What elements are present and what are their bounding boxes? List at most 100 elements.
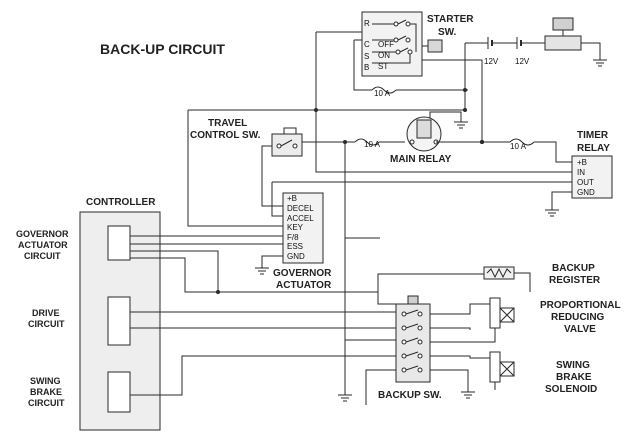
wire-travel-to-key <box>187 110 283 227</box>
ground-icon <box>545 209 559 217</box>
fuse-top-label: 10 A <box>374 89 391 98</box>
swing-section-label-2: BRAKE <box>30 387 62 397</box>
prop-valve-label-1: PROPORTIONAL <box>540 300 621 311</box>
travel-label-1: TRAVEL <box>208 118 247 129</box>
governor-actuator-body <box>282 192 324 264</box>
wire-swing <box>130 355 396 396</box>
fuse-top <box>371 86 397 94</box>
governor-label-2: ACTUATOR <box>276 280 332 291</box>
backup-contact <box>401 311 407 317</box>
wire-prop-return <box>430 328 496 343</box>
travel-switch-body <box>271 133 303 157</box>
travel-switch-arm <box>280 139 293 147</box>
diagram-title: BACK-UP CIRCUIT <box>100 41 225 57</box>
gov-pin-gnd: GND <box>287 252 305 261</box>
backup-switch-body <box>395 303 431 383</box>
wire-starter-c <box>353 39 362 91</box>
starter-pos-off: OFF <box>378 40 394 49</box>
starter-switch-body <box>361 11 423 77</box>
gov-pin-ess: ESS <box>287 242 303 251</box>
junction-dot <box>480 140 484 144</box>
controller-drive-connector <box>107 296 131 346</box>
swing-solenoid-x-icon <box>499 361 515 377</box>
junction-dot <box>463 108 467 112</box>
wire-backup-gnd-right <box>430 369 469 392</box>
timer-relay: TIMER RELAY +B IN OUT GND <box>571 130 613 199</box>
starter-pin-b: B <box>364 63 369 72</box>
gov-pin-accel: ACCEL <box>287 214 314 223</box>
wire-relay-ground <box>429 111 462 122</box>
wire-starter-to-relay-bus <box>422 59 483 142</box>
timer-relay-body <box>571 155 613 199</box>
fuse-right <box>509 138 535 146</box>
controller: CONTROLLER <box>79 197 161 431</box>
ground-icon <box>454 121 468 129</box>
main-relay-coil <box>416 119 432 139</box>
gov-pin-key: KEY <box>287 223 304 232</box>
starter-label-1: STARTER <box>427 14 474 25</box>
gov-pin-f8: F/8 <box>287 233 299 242</box>
prop-valve-x-icon <box>499 307 515 323</box>
wire-backup-to-prop-2 <box>430 327 471 330</box>
controller-governor-connector <box>107 225 131 261</box>
starter-contact <box>405 37 411 43</box>
timer-pin-in: IN <box>577 168 585 177</box>
timer-label-2: RELAY <box>577 143 610 154</box>
starter-contact <box>405 21 411 27</box>
backup-contact <box>401 367 407 373</box>
wire-timer-to-accel <box>271 182 283 217</box>
swing-solenoid-coil <box>489 351 501 383</box>
battery-disconnect-knob <box>552 17 574 31</box>
backup-contact <box>401 353 407 359</box>
starter-pos-st: ST <box>378 62 388 71</box>
battery-ground-wire <box>581 42 601 60</box>
wire-ctrl-gov3 <box>130 250 219 292</box>
prop-valve-label-3: VALVE <box>564 324 596 335</box>
fuse-mid <box>354 138 380 146</box>
travel-switch-lever <box>283 127 297 134</box>
travel-label-2: CONTROL SW. <box>190 130 261 141</box>
wire-timer-in <box>315 110 572 173</box>
controller-title: CONTROLLER <box>86 197 156 208</box>
starter-label-2: SW. <box>438 27 457 38</box>
ground-icon <box>593 59 607 67</box>
swing-solenoid-label-3: SOLENOID <box>545 384 597 395</box>
junction-dot <box>216 290 220 294</box>
backup-contact <box>401 339 407 345</box>
wire-backup-to-prop <box>430 303 490 315</box>
backup-register-label-1: BACKUP <box>552 263 595 274</box>
swing-section-label-1: SWING <box>30 376 61 386</box>
batteries: 12V 12V <box>464 17 607 91</box>
governor-actuator: +B DECEL ACCEL KEY F/8 ESS GND GOVERNOR … <box>273 192 332 291</box>
ground-icon <box>338 394 352 402</box>
wire-register-out <box>514 272 531 292</box>
travel-control-switch: TRAVEL CONTROL SW. <box>190 118 303 157</box>
fuse-right-label: 10 A <box>510 142 527 151</box>
backup-contact <box>417 367 423 373</box>
drive-section-label-2: CIRCUIT <box>28 319 65 329</box>
prop-valve-coil <box>489 297 501 329</box>
starter-contact <box>395 49 401 55</box>
battery-2-label: 12V <box>515 57 530 66</box>
starter-pos-on: ON <box>378 51 390 60</box>
governor-section-label-1: GOVERNOR <box>16 229 69 239</box>
ground-icon <box>461 391 475 399</box>
timer-pin-b: +B <box>577 158 587 167</box>
main-relay: MAIN RELAY <box>390 116 452 165</box>
governor-section-label-3: CIRCUIT <box>24 251 61 261</box>
starter-pin-s: S <box>364 52 369 61</box>
gov-pin-b: +B <box>287 194 297 203</box>
wire-gov-gnd <box>261 255 283 268</box>
swing-section-label-3: CIRCUIT <box>28 398 65 408</box>
starter-contact <box>393 37 399 43</box>
backup-switch-label: BACKUP SW. <box>378 390 442 401</box>
wire-relay-to-backup <box>344 238 396 341</box>
starter-key-icon <box>427 39 443 53</box>
battery-disconnect <box>544 35 582 51</box>
main-relay-label: MAIN RELAY <box>390 154 452 165</box>
wire-relay-down <box>344 142 380 239</box>
wire-ctrl-gov4 <box>130 257 378 293</box>
starter-contact <box>407 49 413 55</box>
wire-backup-gnd-left <box>365 369 396 405</box>
